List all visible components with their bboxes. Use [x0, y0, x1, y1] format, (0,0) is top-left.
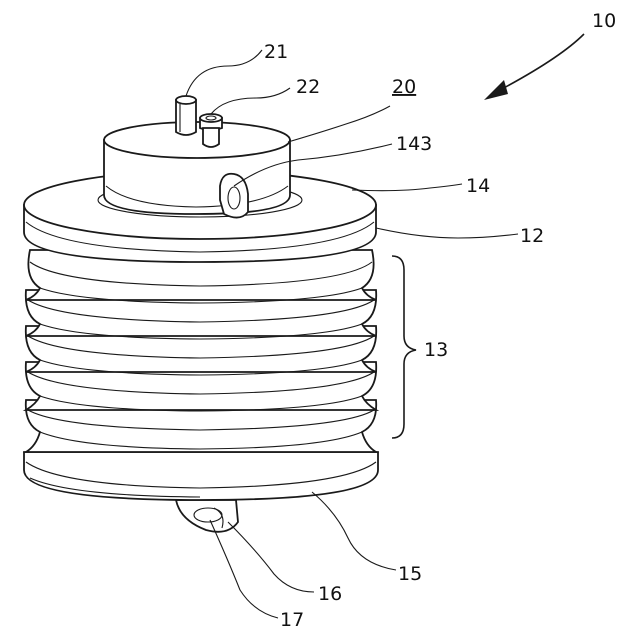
- label-17: 17: [280, 609, 304, 631]
- label-16: 16: [318, 583, 342, 605]
- cap: [104, 122, 290, 214]
- bellows-folds: [26, 250, 376, 452]
- brace-13: [392, 256, 416, 438]
- label-14: 14: [466, 175, 490, 197]
- label-15: 15: [398, 563, 422, 585]
- label-10: 10: [592, 10, 616, 32]
- label-13: 13: [424, 339, 448, 361]
- label-12: 12: [520, 225, 544, 247]
- arrow-10: [484, 34, 584, 100]
- port-22: [200, 114, 222, 147]
- label-21: 21: [264, 41, 288, 63]
- bottom-tab: [176, 500, 238, 532]
- base-ring: [24, 452, 378, 500]
- port-21: [176, 96, 196, 135]
- label-22: 22: [296, 76, 320, 98]
- label-20: 20: [392, 76, 416, 98]
- label-143: 143: [396, 133, 432, 155]
